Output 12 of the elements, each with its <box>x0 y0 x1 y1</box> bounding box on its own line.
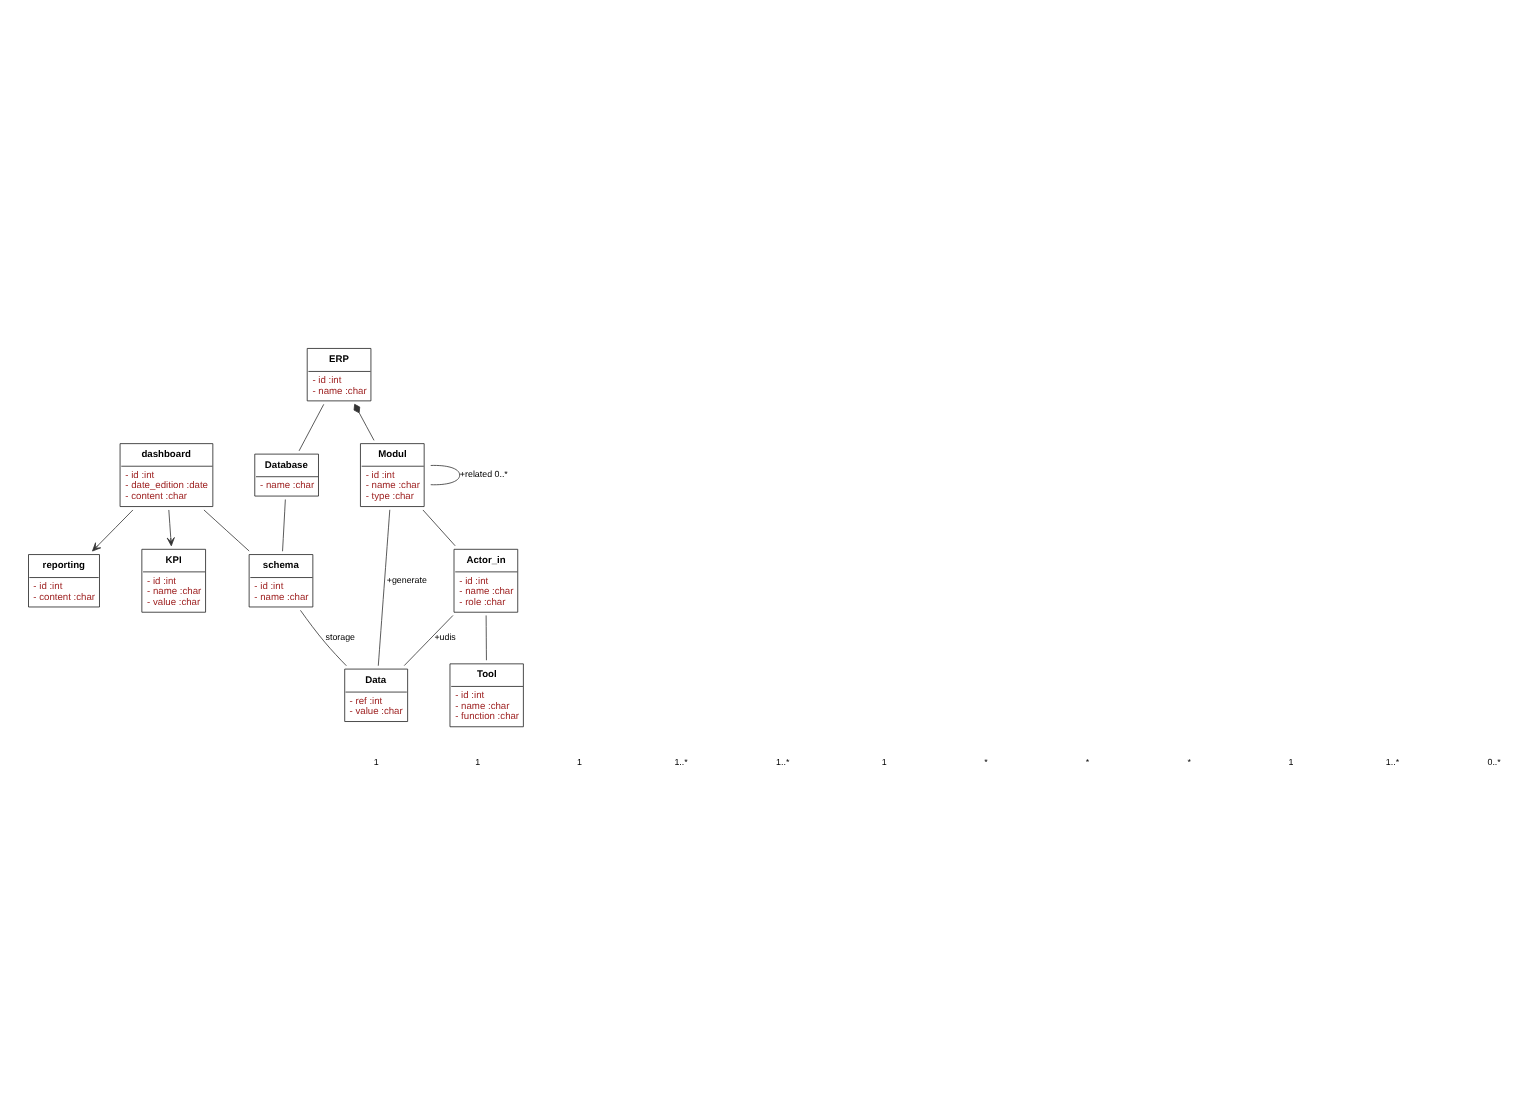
connector <box>282 498 286 551</box>
connector <box>430 464 461 485</box>
arrow <box>166 508 175 546</box>
connector <box>377 508 391 666</box>
arrow <box>92 508 134 551</box>
connector <box>403 614 454 665</box>
connector <box>353 402 375 440</box>
connector <box>203 508 250 551</box>
connector <box>298 402 325 451</box>
connector <box>300 608 347 666</box>
connector <box>422 508 456 546</box>
connector <box>485 614 487 660</box>
